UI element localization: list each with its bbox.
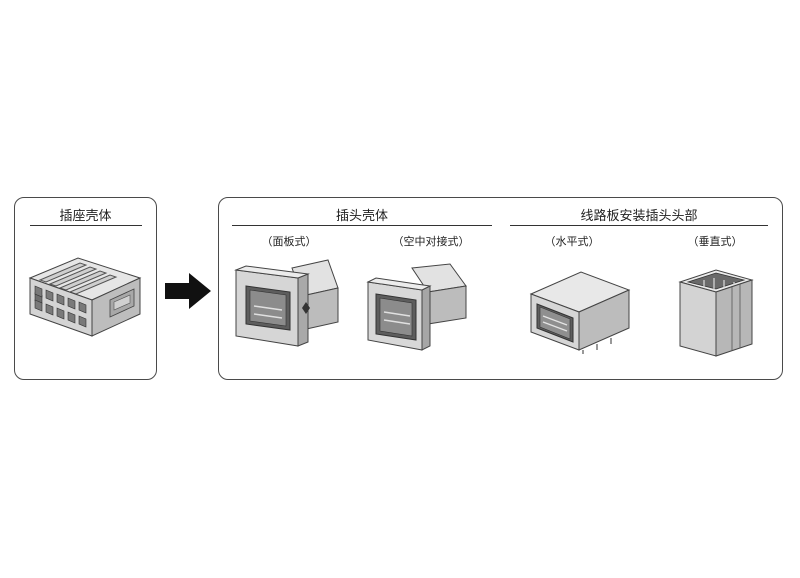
horizontal-pcb-header-illustration — [529, 271, 631, 354]
plug-title-rule — [232, 225, 492, 226]
receptacle-panel — [14, 197, 157, 380]
pcb-header-title: 线路板安装插头头部 — [580, 209, 698, 224]
pcb-title-rule — [510, 225, 768, 226]
free-hanging-label: （空中对接式） — [392, 235, 470, 248]
panel-mount-plug-illustration — [234, 259, 339, 347]
receptacle-housing-illustration — [28, 257, 142, 337]
mating-parts-panel — [218, 197, 783, 380]
plug-housing-title: 插头壳体 — [335, 209, 388, 224]
vertical-pcb-header-illustration — [678, 269, 754, 357]
free-hanging-plug-illustration — [366, 263, 467, 351]
receptacle-title-rule — [30, 225, 142, 226]
vertical-label: （垂直式） — [687, 235, 743, 248]
horizontal-label: （水平式） — [544, 235, 600, 248]
arrow-right-icon — [165, 273, 211, 309]
panel-mount-label: （面板式） — [261, 235, 317, 248]
receptacle-title: 插座壳体 — [59, 209, 112, 224]
